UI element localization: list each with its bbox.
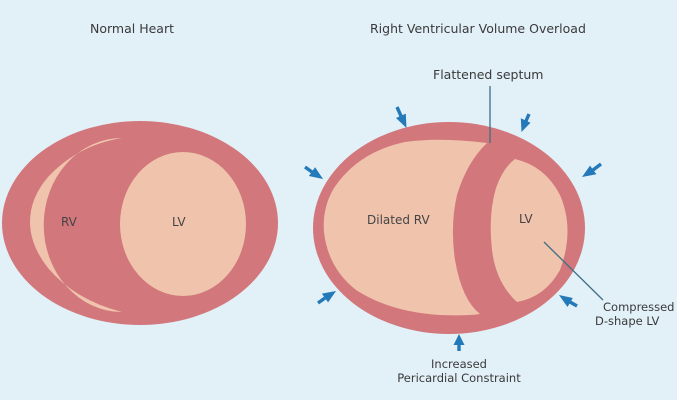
arrow-top-right: [521, 114, 531, 132]
overload-lv-label: LV: [519, 212, 533, 226]
flattened-septum-label: Flattened septum: [433, 67, 543, 82]
dilated-rv-label: Dilated RV: [367, 213, 430, 227]
overload-heart-title: Right Ventricular Volume Overload: [370, 21, 586, 36]
compressed-lv-line-1: Compressed: [595, 301, 677, 315]
pericardial-constraint-label: Increased Pericardial Constraint: [379, 358, 539, 386]
arrow-left: [305, 167, 323, 179]
compressed-lv-label: Compressed D-shape LV: [595, 301, 677, 329]
normal-rv-label: RV: [61, 215, 77, 229]
compressed-lv-line-2: D-shape LV: [595, 315, 677, 329]
pericardial-constraint-line-1: Increased: [379, 358, 539, 372]
pericardial-constraint-line-2: Pericardial Constraint: [379, 372, 539, 386]
normal-lv-label: LV: [172, 215, 186, 229]
arrow-bottom-left: [318, 291, 336, 303]
normal-heart-title: Normal Heart: [90, 21, 174, 36]
arrow-bottom-right: [559, 295, 577, 307]
arrow-right: [582, 164, 601, 177]
arrow-bottom: [454, 334, 465, 351]
arrow-top-left: [396, 107, 407, 128]
